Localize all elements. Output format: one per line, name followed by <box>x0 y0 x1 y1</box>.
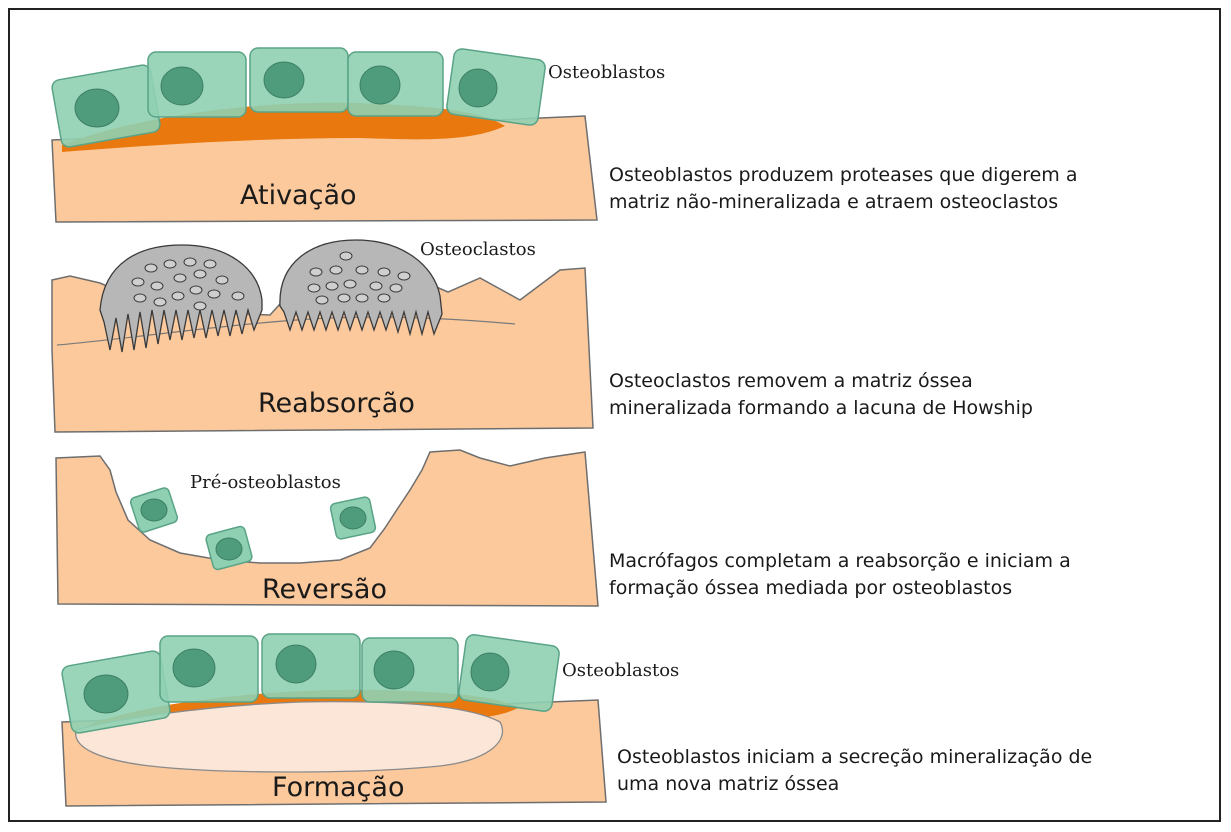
description-reversal: Macrófagos completam a reabsorção e inic… <box>609 548 1071 602</box>
description-line: uma nova matriz óssea <box>617 771 1092 798</box>
nucleus-icon <box>471 653 509 691</box>
nucleus-icon <box>360 66 400 104</box>
stage-name: Formação <box>272 772 404 803</box>
description-line: mineralizada formando a lacuna de Howshi… <box>609 395 1033 422</box>
stage-activation: Osteoblastos Ativação <box>51 48 665 222</box>
nucleus-icon <box>340 507 366 529</box>
stage-name: Ativação <box>240 180 357 211</box>
osteoblast-label: Osteoblastos <box>562 660 679 681</box>
nucleus-icon <box>276 645 316 683</box>
osteoblast-cell <box>348 52 443 116</box>
nucleus-icon <box>216 538 242 560</box>
pre-osteoblast-label: Pré-osteoblastos <box>190 472 341 493</box>
nucleus-icon <box>84 675 128 713</box>
description-line: formação óssea mediada por osteoblastos <box>609 575 1071 602</box>
description-formation: Osteoblastos iniciam a secreção minerali… <box>617 744 1092 798</box>
osteoclast-label: Osteoclastos <box>420 239 536 260</box>
stage-name: Reabsorção <box>258 388 415 419</box>
stage-name: Reversão <box>262 574 387 605</box>
osteoblast-cell <box>458 634 560 712</box>
nucleus-icon <box>374 651 414 689</box>
description-resorption: Osteoclastos removem a matriz óssea mine… <box>609 368 1033 422</box>
nucleus-icon <box>75 89 119 127</box>
pre-osteoblast-cell <box>330 496 377 540</box>
osteoblast-cell <box>160 636 258 702</box>
pre-osteoblast-cell <box>129 487 178 534</box>
description-line: matriz não-mineralizada e atraem osteocl… <box>609 189 1078 216</box>
description-line: Macrófagos completam a reabsorção e inic… <box>609 548 1071 575</box>
nucleus-icon <box>141 499 167 521</box>
description-line: Osteoblastos iniciam a secreção minerali… <box>617 744 1092 771</box>
osteoblast-cell <box>148 52 246 117</box>
osteoblast-label: Osteoblastos <box>548 62 665 83</box>
stage-reversal: Pré-osteoblastos Reversão <box>56 450 598 606</box>
description-line: Osteoblastos produzem proteases que dige… <box>609 162 1078 189</box>
osteoblast-cell <box>362 638 458 702</box>
nucleus-icon <box>459 69 497 107</box>
nucleus-icon <box>264 62 304 98</box>
osteoblast-cell <box>250 48 348 112</box>
nucleus-icon <box>161 67 203 105</box>
stage-resorption: Osteoclastos Reabsorção <box>52 239 593 432</box>
stage-formation: Osteoblastos Formação <box>61 634 679 806</box>
description-line: Osteoclastos removem a matriz óssea <box>609 368 1033 395</box>
osteoclast-cell <box>280 240 442 334</box>
osteoblast-cell <box>262 634 360 698</box>
osteoblast-cell <box>446 48 546 126</box>
nucleus-icon <box>173 649 215 687</box>
description-activation: Osteoblastos produzem proteases que dige… <box>609 162 1078 216</box>
